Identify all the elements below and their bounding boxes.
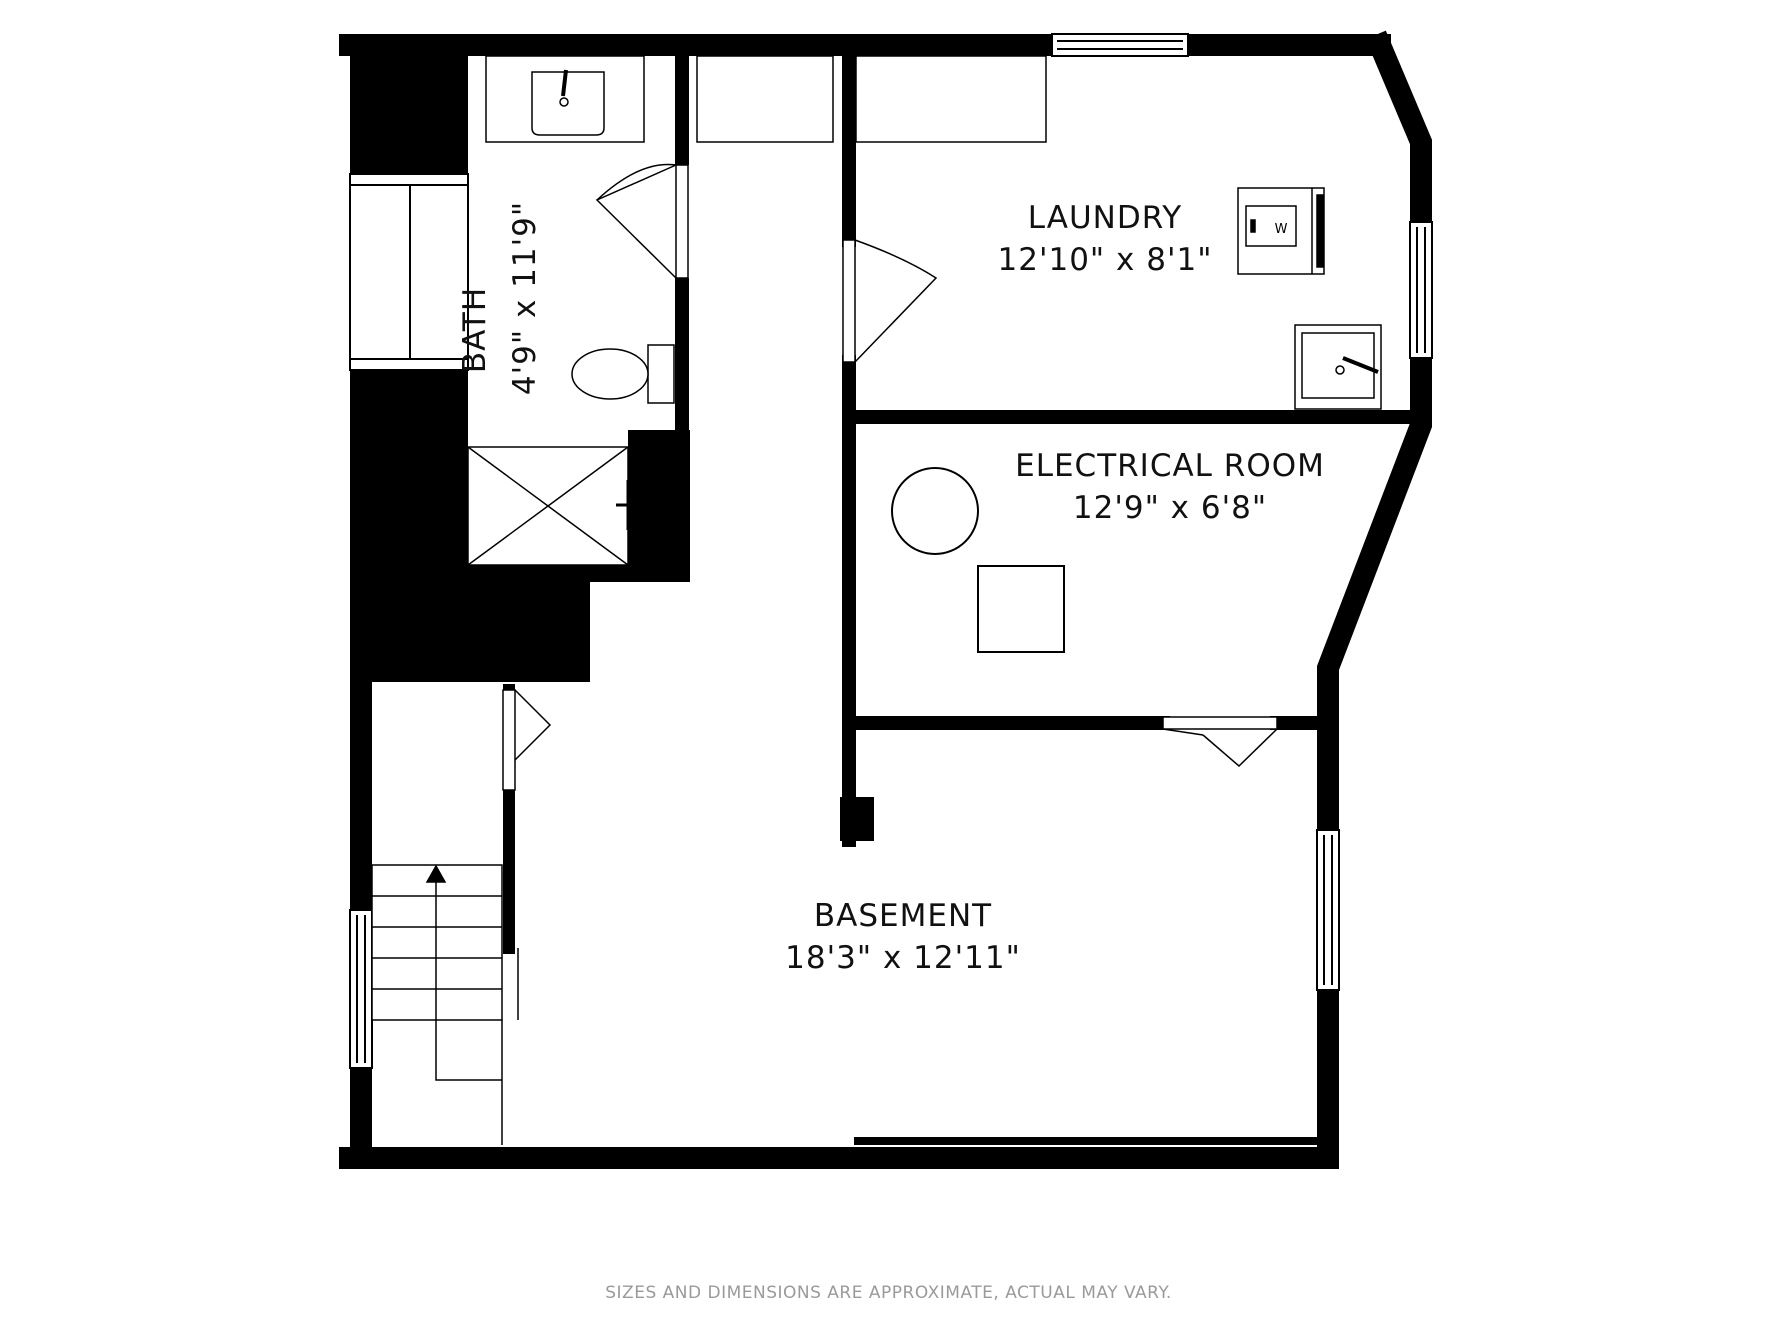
room-name-bath: BATH bbox=[457, 287, 493, 373]
window-basement-right bbox=[1316, 829, 1340, 991]
door-bath bbox=[595, 163, 690, 279]
room-name-laundry: LAUNDRY bbox=[1028, 200, 1182, 236]
room-name-basement: BASEMENT bbox=[814, 898, 992, 934]
bath-fixtures bbox=[467, 55, 675, 566]
doors bbox=[502, 163, 1278, 791]
water-heater bbox=[891, 467, 979, 555]
solid-mass-left-mid bbox=[350, 370, 690, 1148]
cabinet-laundry bbox=[855, 55, 1047, 143]
shower bbox=[467, 446, 630, 566]
furnace bbox=[977, 565, 1065, 653]
electrical-fixtures bbox=[891, 467, 1065, 653]
disclaimer-text: SIZES AND DIMENSIONS ARE APPROXIMATE, AC… bbox=[605, 1283, 1172, 1303]
vanity-sink bbox=[485, 55, 645, 143]
window-stair-left bbox=[349, 909, 373, 1069]
stair-up-arrow bbox=[425, 864, 447, 883]
washer-label: W bbox=[1275, 222, 1288, 237]
toilet bbox=[571, 344, 675, 404]
wall-exterior-right-angled bbox=[1317, 30, 1432, 1169]
window-left-top bbox=[349, 173, 469, 371]
utility-sink bbox=[1294, 324, 1382, 410]
room-name-electrical: ELECTRICAL ROOM bbox=[1015, 448, 1325, 484]
window-laundry-right bbox=[1409, 221, 1433, 359]
laundry-fixtures: W bbox=[1237, 187, 1382, 410]
walls bbox=[339, 30, 1432, 1169]
door-electrical bbox=[1162, 716, 1278, 768]
window-top bbox=[1051, 33, 1189, 57]
door-laundry bbox=[842, 239, 938, 363]
windows bbox=[349, 33, 1433, 1069]
cabinet-hall bbox=[696, 55, 834, 143]
stairs bbox=[371, 864, 519, 1145]
room-dims-laundry: 12'10" x 8'1" bbox=[998, 242, 1213, 278]
room-labels: BATH 4'9" x 11'9" LAUNDRY 12'10" x 8'1" … bbox=[457, 200, 1325, 976]
washer: W bbox=[1237, 187, 1325, 275]
room-dims-electrical: 12'9" x 6'8" bbox=[1073, 490, 1267, 526]
door-stair bbox=[502, 689, 552, 791]
room-dims-basement: 18'3" x 12'11" bbox=[785, 940, 1021, 976]
cabinets bbox=[696, 55, 1047, 143]
solid-mass-bath-right bbox=[628, 432, 690, 582]
room-dims-bath: 4'9" x 11'9" bbox=[507, 201, 543, 395]
